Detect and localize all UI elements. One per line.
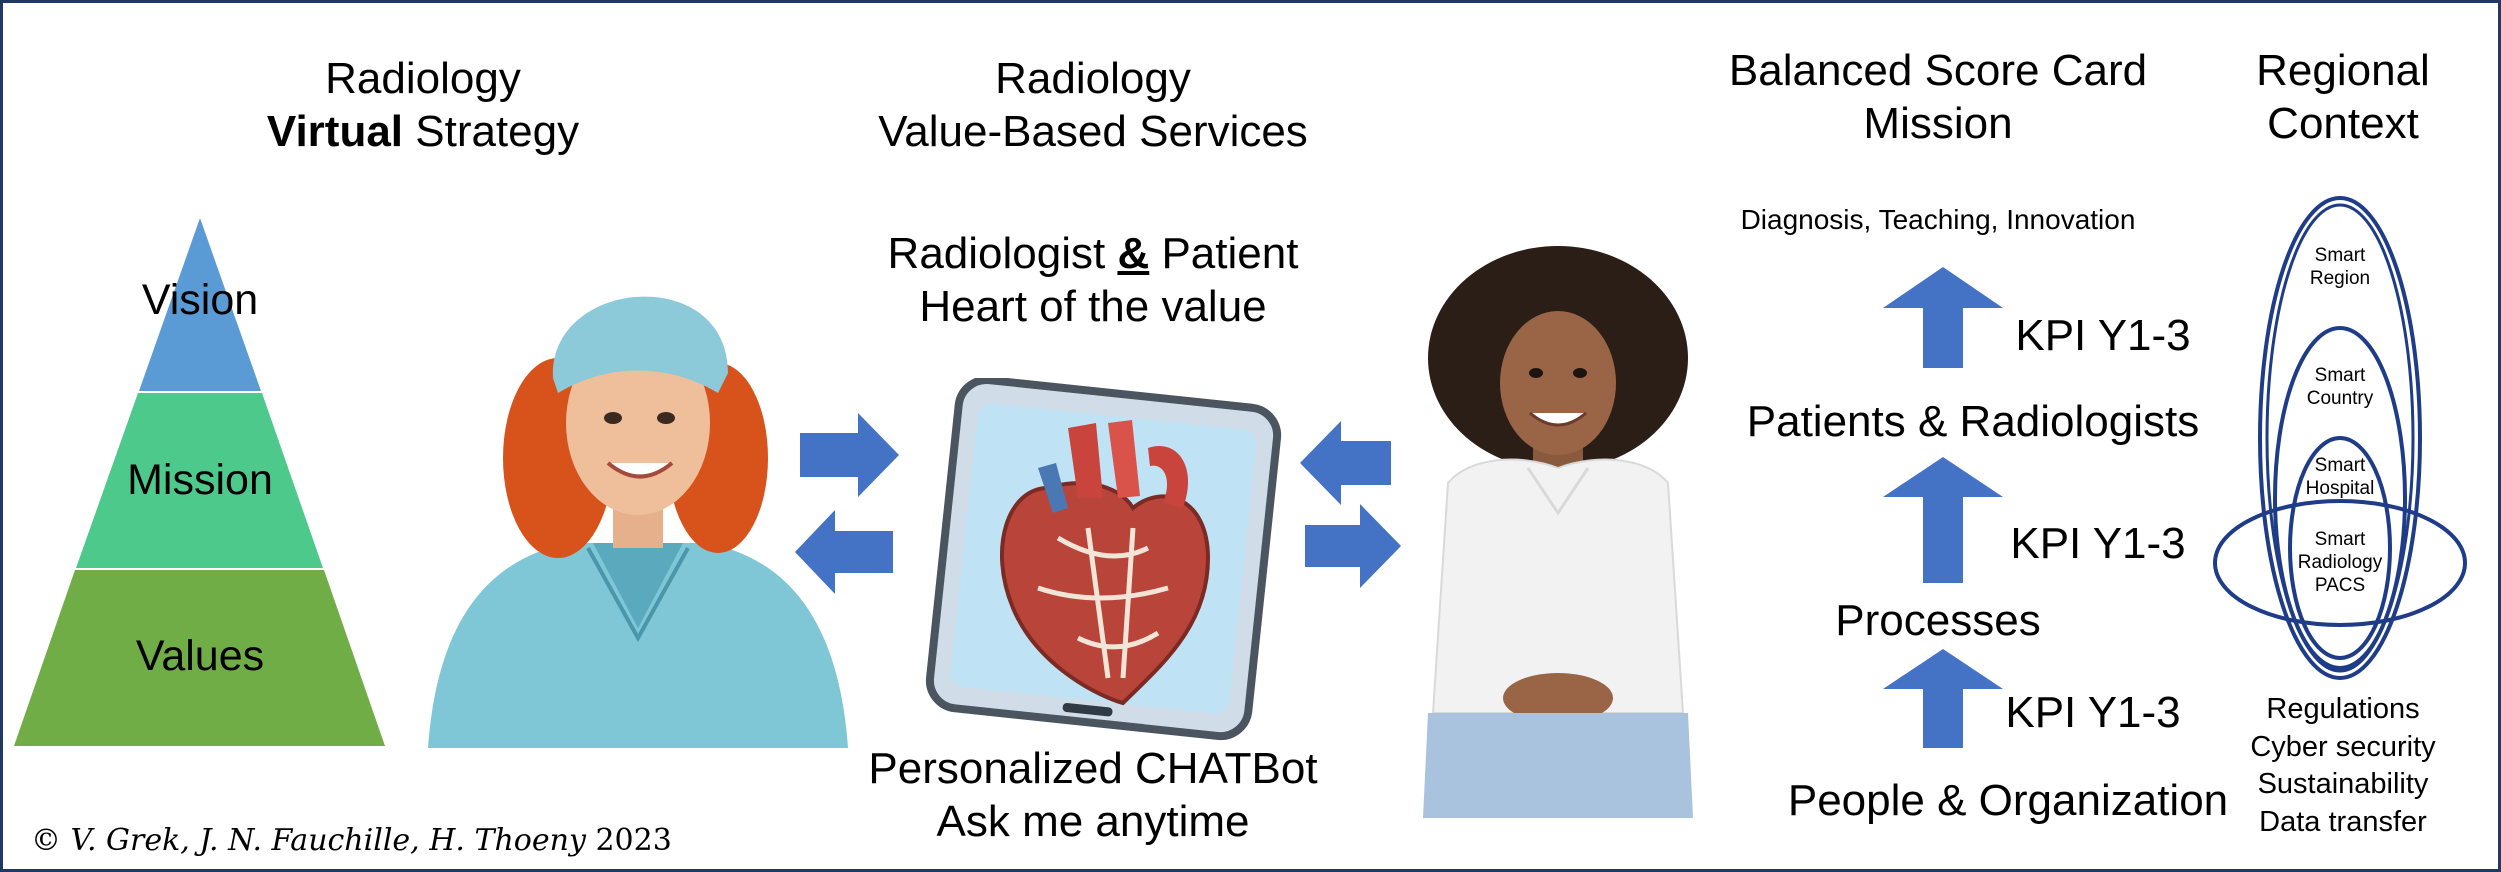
ellipse-label-radiology: Smart Radiology PACS xyxy=(2290,529,2390,597)
center-title: Radiology Value-Based Services xyxy=(833,53,1353,159)
regional-ellipses xyxy=(2213,196,2467,680)
ellipse-smart-region xyxy=(2258,196,2422,680)
pyramid-values-level xyxy=(14,570,385,746)
ellipse-label-country: Smart Country xyxy=(2290,365,2390,411)
left-title-line2: Virtual Strategy xyxy=(183,106,663,159)
ellipse-label-country-text: Smart Country xyxy=(2306,365,2374,409)
ellipse-smart-country xyxy=(2273,326,2407,670)
tablet-heart-illustration xyxy=(925,378,1282,741)
ellipse-label-region: Smart Region xyxy=(2290,245,2390,291)
copyright-authors: V. Grek, J. N. Fauchille, H. Thoeny xyxy=(70,823,586,858)
pyramid-mission-level xyxy=(76,393,323,568)
bsc-top-label: Diagnosis, Teaching, Innovation xyxy=(1740,204,2136,235)
ellipse-smart-radiology xyxy=(2213,499,2467,627)
copyright-symbol: © xyxy=(31,823,61,858)
kpi-arrow-up-2 xyxy=(1883,457,2003,583)
left-title: Radiology Virtual Strategy xyxy=(183,53,663,159)
ellipse-label-radiology-text: Smart Radiology PACS xyxy=(2297,529,2383,596)
regional-title-line1: Regional xyxy=(2256,46,2430,95)
center-subtitle-line1: Radiologist & Patient xyxy=(833,228,1353,281)
kpi-label-1: KPI Y1-3 xyxy=(2015,311,2191,360)
pyramid-label-values: Values xyxy=(135,632,265,680)
regional-title-line2: Context xyxy=(2267,98,2419,148)
chatbot-caption: Personalized CHATBot Ask me anytime xyxy=(823,743,1363,849)
center-subtitle-ampersand: & xyxy=(1117,229,1150,278)
kpi-label-3: KPI Y1-3 xyxy=(2005,688,2181,737)
kpi-label-2: KPI Y1-3 xyxy=(2010,519,2186,568)
ellipse-smart-region-inner xyxy=(2265,203,2415,673)
copyright-year: 2023 xyxy=(595,823,672,858)
bsc-level-processes: Processes xyxy=(1835,596,2041,645)
arrow-right-to-patient xyxy=(1305,504,1401,588)
bsc-title-line1: Balanced Score Card xyxy=(1728,46,2148,95)
strategy-pyramid xyxy=(14,218,385,746)
left-title-line1: Radiology xyxy=(325,54,521,103)
left-title-rest: Strategy xyxy=(403,106,580,156)
center-subtitle-part1: Radiologist xyxy=(887,229,1118,278)
kpi-arrow-up-1 xyxy=(1883,267,2003,368)
arrows-layer xyxy=(795,267,2003,748)
left-title-bold: Virtual xyxy=(266,106,404,156)
pyramid-label-vision: Vision xyxy=(141,276,259,324)
chatbot-line2: Ask me anytime xyxy=(936,796,1250,846)
ellipse-label-hospital: Smart Hospital xyxy=(2290,455,2390,501)
regional-title: Regional Context xyxy=(2203,45,2483,151)
arrow-left-to-radiologist xyxy=(795,510,893,594)
center-subtitle: Radiologist & Patient Heart of the value xyxy=(833,228,1353,334)
bsc-level-patients-radiologists: Patients & Radiologists xyxy=(1746,397,2200,446)
radiologist-illustration xyxy=(428,296,848,748)
kpi-arrow-up-3 xyxy=(1883,649,2003,748)
center-subtitle-line2: Heart of the value xyxy=(919,281,1267,331)
patient-illustration xyxy=(1423,246,1693,818)
pyramid-vision-level xyxy=(139,218,261,391)
center-title-line1: Radiology xyxy=(995,54,1191,103)
pyramid-label-mission: Mission xyxy=(127,456,273,504)
factor-sustainability: Sustainability xyxy=(2257,768,2429,801)
arrow-left-to-tablet xyxy=(1300,421,1391,505)
regional-factors: Regulations Cyber security Sustainabilit… xyxy=(2213,691,2473,842)
factor-regulations: Regulations xyxy=(2266,693,2420,725)
chatbot-line1: Personalized CHATBot xyxy=(868,744,1318,793)
copyright-notice: © V. Grek, J. N. Fauchille, H. Thoeny 20… xyxy=(31,823,672,858)
factor-cyber-security: Cyber security xyxy=(2250,730,2436,763)
bsc-title-line2: Mission xyxy=(1863,98,2013,148)
bsc-title: Balanced Score Card Mission xyxy=(1693,45,2183,151)
factor-data-transfer: Data transfer xyxy=(2259,806,2427,839)
ellipse-smart-hospital xyxy=(2288,436,2392,660)
center-title-line2: Value-Based Services xyxy=(878,106,1308,156)
center-subtitle-part2: Patient xyxy=(1149,229,1299,278)
ellipse-label-hospital-text: Smart Hospital xyxy=(2305,455,2375,499)
ellipse-label-region-text: Smart Region xyxy=(2309,245,2371,289)
bsc-level-people-organization: People & Organization xyxy=(1787,776,2229,825)
arrow-right-to-tablet xyxy=(800,413,899,497)
